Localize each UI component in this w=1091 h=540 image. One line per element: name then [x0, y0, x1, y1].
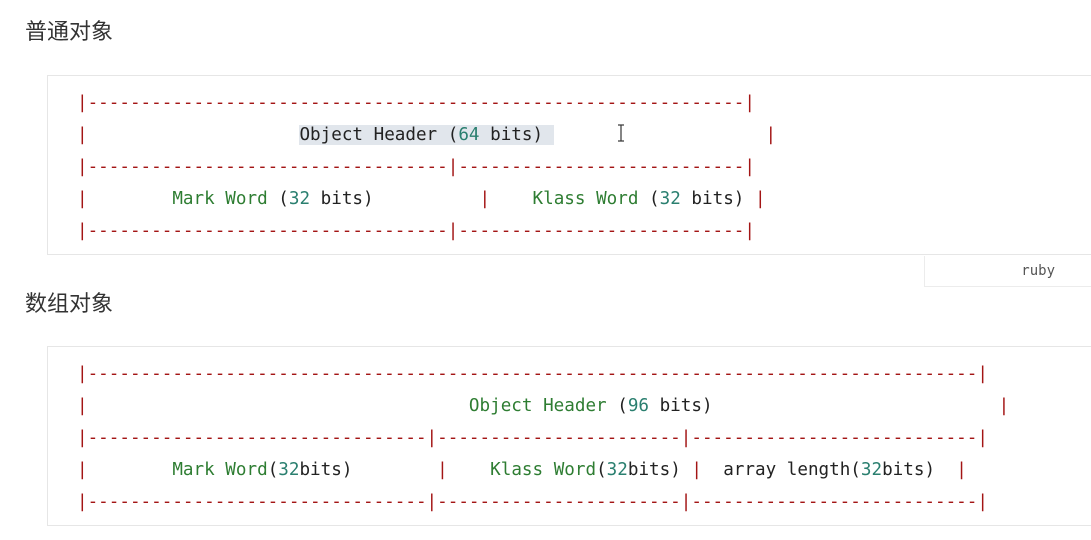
section-heading-normal-object: 普通对象	[25, 20, 114, 45]
code-block-array-object[interactable]: |---------------------------------------…	[47, 346, 1091, 526]
code-content: |---------------------------------------…	[77, 364, 1010, 512]
text-cursor-icon	[618, 124, 624, 142]
code-language-label[interactable]: ruby	[924, 256, 1091, 287]
code-block-normal-object[interactable]: |---------------------------------------…	[47, 75, 1091, 255]
section-heading-array-object: 数组对象	[25, 292, 114, 317]
code-content: |---------------------------------------…	[77, 93, 777, 241]
